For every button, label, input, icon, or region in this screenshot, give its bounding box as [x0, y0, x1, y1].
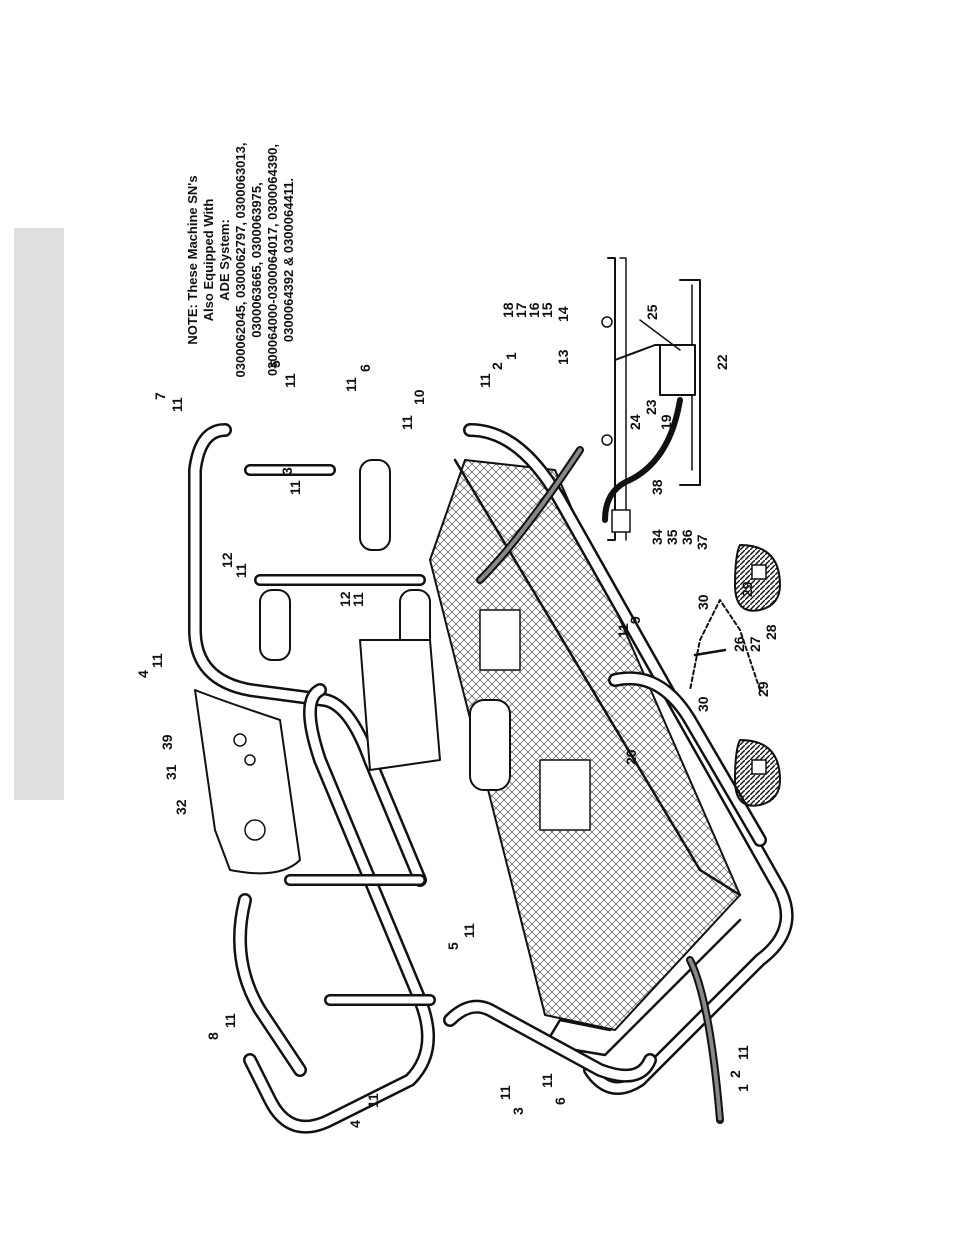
callout-19: 19 [658, 414, 674, 430]
callout-11: 11 [282, 373, 298, 388]
callout-1: 1 [503, 352, 519, 360]
callout-11: 11 [539, 1073, 555, 1088]
callout-9: 9 [627, 616, 643, 624]
ade-fastener [601, 316, 613, 328]
callout-20: 20 [623, 749, 639, 765]
callout-13: 13 [555, 349, 571, 365]
callout-3: 3 [510, 1107, 526, 1115]
callout-11: 11 [233, 563, 249, 578]
hydraulic-assembly [359, 639, 441, 771]
callout-14: 14 [555, 306, 571, 322]
callout-29: 29 [755, 681, 771, 697]
callout-6: 6 [552, 1097, 568, 1105]
callout-6: 6 [357, 364, 373, 372]
callout-24: 24 [627, 414, 643, 430]
callout-26: 26 [731, 636, 747, 652]
callout-11: 11 [149, 653, 165, 668]
callout-23: 23 [643, 399, 659, 415]
callout-22: 22 [714, 354, 730, 370]
ade-rail-bottom [679, 279, 701, 486]
callout-11: 11 [477, 373, 493, 388]
callout-10: 10 [411, 389, 427, 405]
callout-38: 38 [649, 479, 665, 495]
callout-27: 27 [747, 636, 763, 652]
callout-36: 36 [679, 529, 695, 545]
callout-3: 3 [279, 467, 295, 475]
page-side-tab [14, 228, 64, 800]
chain [689, 599, 761, 691]
callout-28: 28 [763, 624, 779, 640]
callout-18: 18 [500, 302, 516, 318]
callout-30: 30 [695, 696, 711, 712]
hydraulic-box [479, 609, 521, 671]
callout-5: 5 [445, 942, 461, 950]
hose [686, 956, 724, 1124]
callout-29: 29 [739, 581, 755, 597]
callout-11: 11 [735, 1045, 751, 1060]
mesh-floor [429, 459, 741, 1031]
pad-grip [359, 459, 391, 551]
callout-17: 17 [513, 302, 529, 318]
chain-bracket [693, 648, 727, 657]
callout-8: 8 [205, 1032, 221, 1040]
pad-grip [259, 589, 291, 661]
callout-2: 2 [727, 1070, 743, 1078]
callout-11: 11 [169, 397, 185, 412]
ade-actuator [659, 344, 696, 396]
gauge [233, 733, 247, 747]
callout-16: 16 [526, 302, 542, 318]
callout-11: 11 [350, 592, 366, 607]
pad-grip [469, 699, 511, 791]
callout-11: 11 [399, 415, 415, 430]
callout-11: 11 [497, 1085, 513, 1100]
callout-34: 34 [649, 529, 665, 545]
callout-5: 5 [267, 360, 283, 368]
callout-15: 15 [539, 302, 555, 318]
callout-11: 11 [365, 1093, 381, 1108]
engine-console [194, 689, 301, 875]
ade-clamp [611, 509, 631, 533]
callout-11: 11 [615, 623, 631, 638]
callout-37: 37 [694, 534, 710, 550]
callout-11: 11 [343, 377, 359, 392]
callout-1: 1 [735, 1084, 751, 1092]
callout-31: 31 [163, 764, 179, 780]
callout-11: 11 [461, 923, 477, 938]
gauge [244, 754, 256, 766]
callout-2: 2 [489, 362, 505, 370]
ade-fastener [601, 434, 613, 446]
callout-12: 12 [219, 552, 235, 568]
callout-25: 25 [644, 304, 660, 320]
callout-4: 4 [347, 1120, 363, 1128]
ade-rail-top [607, 257, 616, 541]
callout-12: 12 [337, 591, 353, 607]
callout-35: 35 [664, 529, 680, 545]
callout-4: 4 [135, 670, 151, 678]
callout-11: 11 [287, 480, 303, 495]
callout-11: 11 [222, 1013, 238, 1028]
callout-39: 39 [159, 734, 175, 750]
ade-rail-top-inner [619, 257, 627, 541]
hydraulic-box [539, 759, 591, 831]
callout-32: 32 [173, 799, 189, 815]
callout-30: 30 [695, 594, 711, 610]
ade-cable [602, 397, 683, 523]
gauge [244, 819, 266, 841]
callout-7: 7 [152, 392, 168, 400]
